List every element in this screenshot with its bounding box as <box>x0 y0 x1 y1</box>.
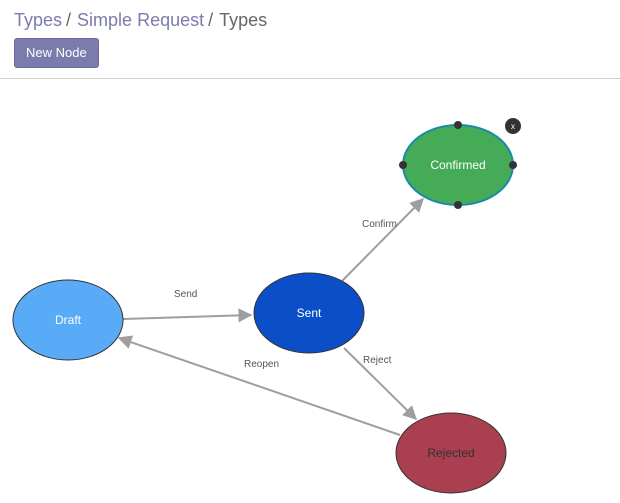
control-panel: Types/Simple Request/Types New Node <box>0 0 620 79</box>
node-draft-label: Draft <box>55 313 82 327</box>
edge-reject[interactable]: Reject <box>343 347 417 420</box>
node-rejected[interactable]: Rejected <box>395 412 507 494</box>
resize-handle-bottom[interactable] <box>454 201 462 209</box>
node-sent-shape <box>253 272 365 354</box>
breadcrumb-link-types[interactable]: Types <box>14 10 63 30</box>
node-rejected-label: Rejected <box>427 446 474 460</box>
node-draft[interactable]: Draft <box>12 279 124 361</box>
resize-handle-top[interactable] <box>454 121 462 129</box>
diagram-canvas[interactable]: Send Confirm Reject Reopen Draft Sent Co… <box>0 79 620 503</box>
edge-label-send: Send <box>174 289 197 300</box>
node-sent[interactable]: Sent <box>253 272 365 354</box>
resize-handle-left[interactable] <box>399 161 407 169</box>
breadcrumb-separator: / <box>66 10 72 30</box>
edge-send[interactable]: Send <box>122 289 253 323</box>
close-icon-glyph: x <box>511 122 515 131</box>
edge-label-confirm: Confirm <box>362 219 397 230</box>
node-sent-label: Sent <box>297 306 322 320</box>
edge-confirm[interactable]: Confirm <box>341 198 424 282</box>
edge-reopen[interactable]: Reopen <box>117 335 401 436</box>
diagram-svg: Send Confirm Reject Reopen Draft Sent Co… <box>12 118 521 494</box>
breadcrumb-link-simple-request[interactable]: Simple Request <box>77 10 205 30</box>
close-icon <box>505 118 521 134</box>
resize-handle-right[interactable] <box>509 161 517 169</box>
node-confirmed[interactable]: Confirmed x <box>399 118 521 209</box>
breadcrumb: Types/Simple Request/Types <box>14 9 267 31</box>
breadcrumb-current: Types <box>219 10 268 30</box>
delete-node-button[interactable]: x <box>505 118 521 134</box>
edge-label-reopen: Reopen <box>244 359 279 370</box>
node-confirmed-label: Confirmed <box>430 158 485 172</box>
breadcrumb-separator: / <box>208 10 214 30</box>
node-draft-shape <box>12 279 124 361</box>
node-rejected-shape <box>395 412 507 494</box>
new-node-button[interactable]: New Node <box>14 38 99 68</box>
edge-label-reject: Reject <box>363 355 392 366</box>
